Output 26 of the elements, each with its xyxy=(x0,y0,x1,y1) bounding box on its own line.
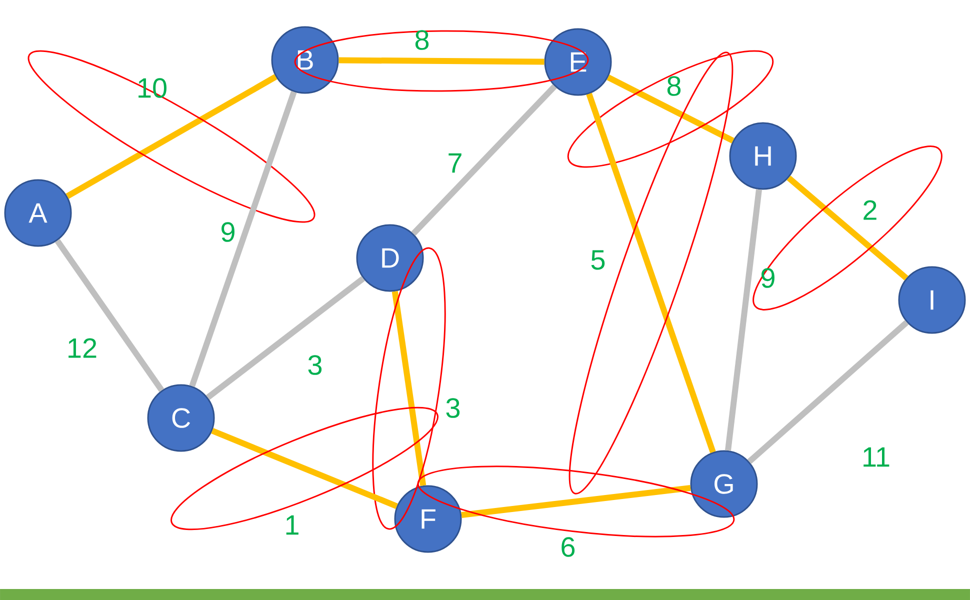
edge-line xyxy=(411,84,557,236)
edge-line xyxy=(725,189,762,451)
edge-label: 3 xyxy=(308,355,322,375)
edge-label: 8 xyxy=(415,30,429,50)
edge-line xyxy=(747,320,909,464)
edge-label: 1 xyxy=(286,515,298,535)
edge-line xyxy=(586,92,716,454)
edge-label: 8 xyxy=(667,76,681,96)
edge-label: 3 xyxy=(446,398,460,418)
edge-label: 6 xyxy=(562,537,575,557)
edge-line xyxy=(54,238,164,392)
edge-line xyxy=(461,484,691,518)
edge-line xyxy=(206,276,366,400)
edge-line xyxy=(606,74,734,144)
edge-label: 12 xyxy=(68,338,96,358)
edge-label: 7 xyxy=(448,153,462,173)
edge-line xyxy=(786,176,908,280)
edge-line xyxy=(392,290,426,486)
edge-label: 5 xyxy=(591,250,605,270)
edge-label: 9 xyxy=(222,222,234,242)
edge-label: 11 xyxy=(864,447,890,467)
edge-line xyxy=(189,90,297,388)
edge-line xyxy=(211,428,398,509)
edge-line xyxy=(66,74,278,199)
edge-label: 2 xyxy=(864,200,876,220)
edge-label: 9 xyxy=(762,268,774,288)
